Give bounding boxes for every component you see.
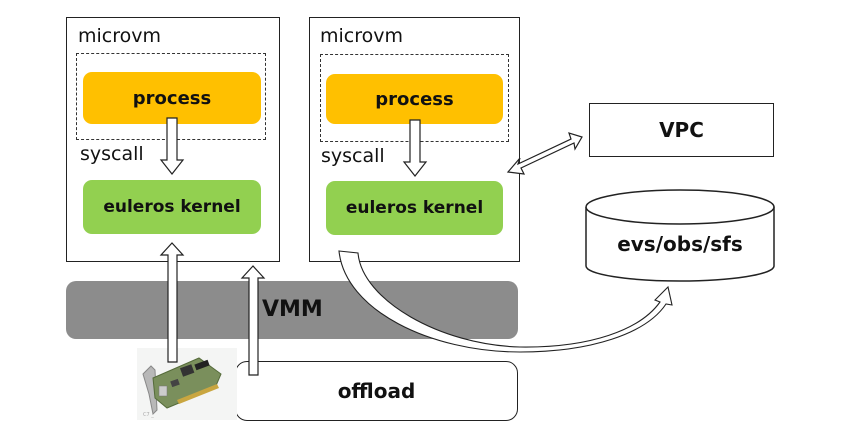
- offload-to-vm-arrow: [240, 265, 266, 376]
- microvm-left-process: process: [83, 72, 261, 124]
- microvm-right-process: process: [326, 74, 503, 124]
- storage-cylinder: [585, 189, 775, 282]
- offload-box: offload: [235, 361, 518, 421]
- vm-to-storage-curved-arrow: [338, 250, 673, 353]
- microvm-right-kernel: euleros kernel: [326, 181, 503, 235]
- right-syscall-arrow: [402, 119, 428, 177]
- left-syscall-arrow: [159, 117, 185, 175]
- vmm-layer: [66, 281, 518, 339]
- network-card-image: C7 _: [137, 348, 237, 420]
- svg-text:C7 _: C7 _: [143, 412, 154, 418]
- storage-label: evs/obs/sfs: [617, 232, 743, 256]
- vpc-box: VPC: [589, 103, 774, 157]
- vpc-bidirectional-arrow: [506, 132, 583, 175]
- microvm-right-syscall-label: syscall: [321, 145, 385, 167]
- microvm-left-syscall-label: syscall: [80, 143, 144, 165]
- microvm-left-kernel: euleros kernel: [83, 180, 261, 234]
- microvm-left-label: microvm: [78, 25, 162, 47]
- microvm-right-label: microvm: [320, 25, 404, 47]
- vmm-label: VMM: [262, 297, 323, 322]
- nic-to-kernel-arrow: [159, 242, 185, 363]
